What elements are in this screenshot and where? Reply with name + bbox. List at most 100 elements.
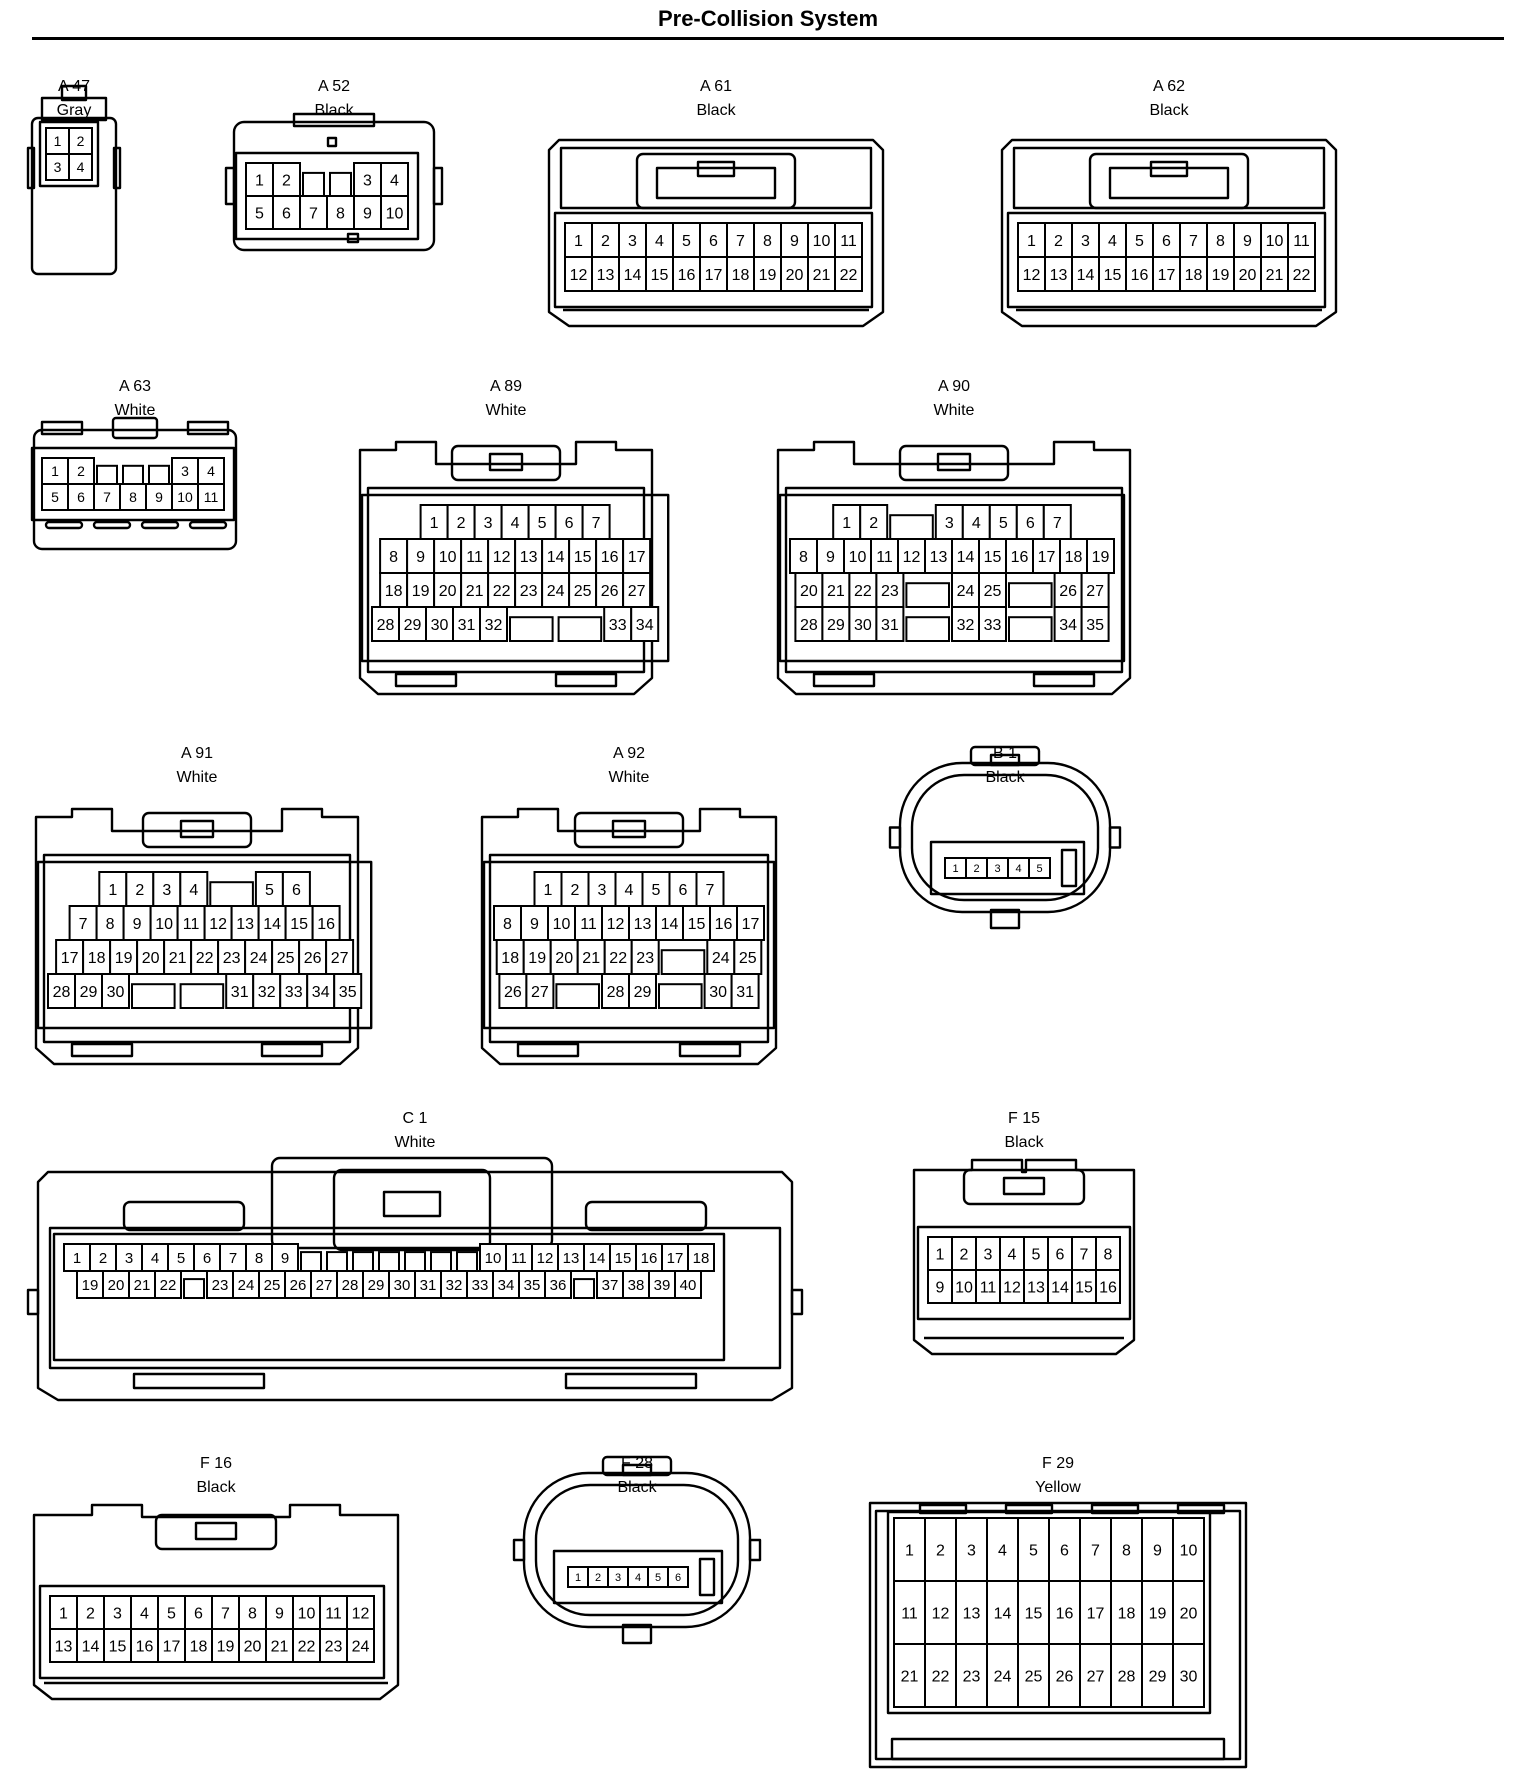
terminal-pin: 1 — [49, 1595, 78, 1630]
pin-number: 21 — [169, 950, 187, 967]
terminal-pin: 6 — [667, 1566, 689, 1588]
terminal-cell — [875, 606, 905, 642]
terminal-pin: 9 — [780, 222, 809, 258]
pin-number: 7 — [79, 916, 88, 933]
cavity-gap — [889, 514, 934, 540]
terminal-cell — [495, 939, 525, 975]
pin-number: 27 — [1087, 1668, 1105, 1685]
terminal-pin: 11 — [197, 483, 225, 511]
terminal-pin: 3 — [1071, 222, 1100, 258]
cavity-gap — [509, 616, 554, 642]
pin-number: 21 — [466, 583, 484, 600]
terminal-pin: 6 — [1015, 504, 1045, 540]
terminal-pin: 2 — [125, 871, 155, 907]
terminal-pin: 6 — [67, 483, 95, 511]
terminal-pin: 29 — [398, 606, 427, 642]
cavity-gap — [148, 464, 170, 486]
terminal-pin: 16 — [1005, 538, 1034, 574]
terminal-pin: 6 — [668, 871, 698, 907]
pin-number: 6 — [77, 489, 85, 505]
connector-id-label: C 1 — [402, 1110, 428, 1127]
pin-number: 21 — [827, 583, 845, 600]
terminal-pin: 25 — [258, 1270, 286, 1299]
terminal-cell — [834, 222, 863, 258]
connector-color-label: Black — [196, 1479, 236, 1496]
terminal-cell — [197, 483, 225, 511]
terminal-cell — [1125, 222, 1154, 258]
terminal-pin: 10 — [433, 538, 463, 574]
terminal-pin: 18 — [726, 256, 755, 292]
terminal-cell — [630, 606, 660, 642]
terminal-cell — [425, 606, 454, 642]
pin-number: 25 — [984, 583, 1002, 600]
terminal-cell — [225, 973, 255, 1009]
terminal-pin: 4 — [627, 1566, 649, 1588]
terminal-pin: 15 — [609, 1243, 637, 1272]
pin-number: 24 — [238, 1277, 255, 1294]
pin-number: 11 — [183, 916, 200, 933]
pin-number: 11 — [466, 549, 483, 566]
pin-number: 17 — [1158, 267, 1176, 284]
terminal-cell — [934, 504, 964, 540]
terminal-pin: 9 — [122, 905, 152, 941]
terminal-pin: 1 — [245, 162, 274, 197]
terminal-pin: 12 — [601, 905, 630, 941]
terminal-pin: 18 — [379, 572, 409, 608]
terminal-pin: 14 — [986, 1580, 1019, 1645]
pin-number: 16 — [1011, 549, 1029, 566]
terminal-pin: 1 — [564, 222, 593, 258]
terminal-cell — [1086, 538, 1115, 574]
terminal-cell — [1098, 222, 1127, 258]
terminal-pin: 13 — [628, 905, 657, 941]
terminal-cell — [152, 871, 182, 907]
pin-number: 22 — [840, 267, 858, 284]
terminal-pin: 10 — [547, 905, 576, 941]
pin-number: 31 — [231, 984, 249, 1001]
cavity-gap — [573, 1278, 595, 1300]
pin-number: 35 — [339, 984, 357, 1001]
terminal-cell — [41, 457, 69, 485]
pin-number: 4 — [1008, 1246, 1017, 1263]
terminal-pin: 28 — [371, 606, 400, 642]
terminal-cell — [74, 973, 103, 1009]
terminal-pin: 31 — [414, 1270, 442, 1299]
terminal-pin: 27 — [525, 973, 555, 1009]
terminal-pin: 25 — [733, 939, 763, 975]
pin-number: 2 — [282, 172, 291, 189]
terminal-pin: 33 — [466, 1270, 494, 1299]
cavity-gap — [300, 1251, 322, 1273]
terminal-pin: 5 — [41, 483, 69, 511]
connector-id-label: A 92 — [612, 745, 646, 762]
pin-number: 23 — [520, 583, 538, 600]
pin-number: 10 — [1266, 233, 1284, 250]
pin-number: 15 — [290, 916, 308, 933]
connector-color-label: Black — [1149, 102, 1189, 119]
pin-number: 2 — [869, 515, 878, 532]
terminal-pin: 35 — [1080, 606, 1110, 642]
pin-number: 20 — [786, 267, 804, 284]
terminal-pin: 22 — [190, 939, 220, 975]
pin-number: 19 — [115, 950, 133, 967]
terminal-cell — [978, 606, 1007, 642]
pin-number: 6 — [1060, 1542, 1069, 1559]
pin-number: 10 — [386, 205, 404, 222]
pin-number: 7 — [736, 233, 745, 250]
pin-number: 12 — [570, 267, 588, 284]
pin-number: 36 — [550, 1277, 567, 1294]
terminal-pin: 12 — [1017, 256, 1046, 292]
pin-number: 33 — [609, 617, 627, 634]
terminal-pin: 40 — [674, 1270, 702, 1299]
pin-number: 30 — [107, 984, 125, 1001]
pin-number: 23 — [963, 1668, 981, 1685]
pin-number: 22 — [609, 950, 627, 967]
terminal-cell — [238, 1628, 267, 1663]
pin-number: 7 — [1091, 1542, 1100, 1559]
terminal-pin: 10 — [951, 1269, 977, 1304]
terminal-pin: 20 — [136, 939, 166, 975]
pin-number: 15 — [1104, 267, 1122, 284]
pin-number: 26 — [1059, 583, 1077, 600]
terminal-pin: 13 — [514, 538, 544, 574]
